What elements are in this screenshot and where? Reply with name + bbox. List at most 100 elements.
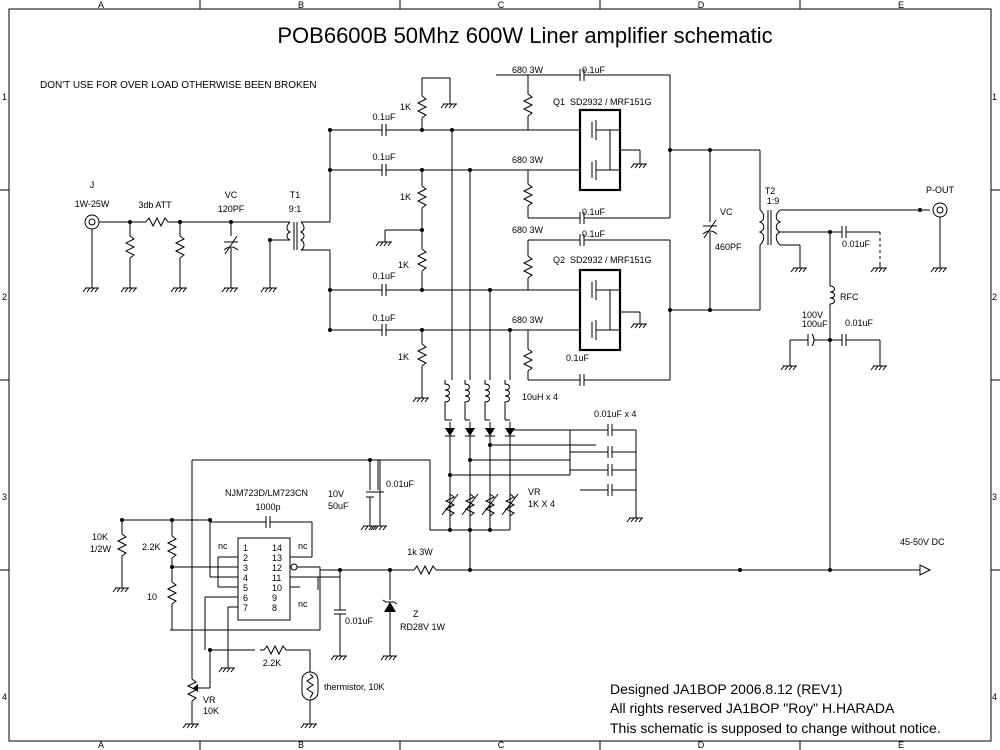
row-label-3: 3 — [2, 492, 7, 502]
q1-part: SD2932 / MRF151G — [570, 97, 652, 107]
row-label-2-right: 2 — [992, 292, 997, 302]
bias-r22k-b: 2.2K — [263, 658, 282, 668]
pin-5: 5 — [243, 583, 248, 593]
row-labels-left: 1 2 3 4 — [2, 92, 7, 702]
input-section: J 1W-25W 3db ATT VC 120PF T1 9:1 — [75, 180, 330, 293]
regulator-cap-label: 1000p — [255, 502, 280, 512]
cap10v-label: 10V — [328, 489, 344, 499]
bias-feed-section: 10uH x 4 0.01uF x 4 VR 1K X 4 — [191, 379, 644, 670]
row-label-1-right: 1 — [992, 92, 997, 102]
row-label-3-right: 3 — [992, 492, 997, 502]
column-labels-top: A B C D E — [98, 0, 904, 10]
input-power-label: 1W-25W — [75, 199, 110, 209]
row-label-2: 2 — [2, 292, 7, 302]
page-title: POB6600B 50Mhz 600W Liner amplifier sche… — [277, 23, 772, 48]
col-label-c: C — [498, 0, 505, 10]
att-series-resistor — [141, 217, 173, 227]
zener-value: RD28V 1W — [400, 622, 446, 632]
res-label-2: 1K — [400, 192, 411, 202]
vr-bank — [441, 489, 519, 521]
t2-label: T2 — [765, 186, 776, 196]
q2-part: SD2932 / MRF151G — [570, 255, 652, 265]
cap-label-g2: 0.1uF — [372, 152, 396, 162]
res-label-q2-bot: 680 3W — [512, 315, 544, 325]
vr10k-label: VR — [203, 695, 216, 705]
res-label-3: 1K — [398, 260, 409, 270]
supply-label: 45-50V DC — [900, 537, 945, 547]
output-section: VC 460PF T2 1:9 0.01uF P-OUT RFC 100V 10… — [670, 148, 955, 570]
r1k3w-label: 1k 3W — [407, 547, 433, 557]
gate-network: 0.1uF 0.1uF 0.1uF 0.1uF 1K 1K 1K 1K — [328, 77, 580, 403]
vc2-label: VC — [720, 207, 733, 217]
regulator-section: NJM723D/LM723CN 1000p nc nc nc 1 2 3 4 5… — [90, 488, 945, 729]
regulator-part: NJM723D/LM723CN — [225, 488, 308, 498]
cap-0p01-label: 0.01uF — [386, 479, 415, 489]
cap-label-q1-top: 0.1uF — [582, 65, 606, 75]
pin-13: 13 — [272, 553, 282, 563]
vr4-label: VR — [528, 487, 541, 497]
col-label-d: D — [698, 0, 705, 10]
col-label-d-bottom: D — [698, 740, 705, 750]
res-label-4: 1K — [398, 352, 409, 362]
bias-r10k: 10K — [92, 532, 108, 542]
t2-ratio: 1:9 — [767, 196, 780, 206]
col-label-e: E — [898, 0, 904, 10]
footer-designed: Designed JA1BOP 2006.8.12 (REV1) — [610, 681, 842, 697]
rfc-label: RFC — [840, 292, 859, 302]
pin-3: 3 — [243, 563, 248, 573]
res-label-q2-top: 680 3W — [512, 225, 544, 235]
column-labels-bottom: A B C D E — [98, 740, 904, 750]
row-labels-right: 1 2 3 4 — [992, 92, 997, 702]
t2-transformer — [758, 209, 782, 246]
col-label-e-bottom: E — [898, 740, 904, 750]
pin-8: 8 — [272, 603, 277, 613]
vc2-value: 460PF — [715, 242, 742, 252]
vr4-value: 1K X 4 — [528, 499, 555, 509]
vr10k-value: 10K — [203, 706, 219, 716]
thermistor-label: thermistor, 10K — [324, 682, 385, 692]
pin-6: 6 — [243, 593, 248, 603]
t1-ratio: 9:1 — [289, 204, 302, 214]
att-label: 3db ATT — [138, 200, 172, 210]
q1-label: Q1 — [553, 97, 565, 107]
regulator-ic — [237, 537, 291, 621]
vc1-variable-capacitor — [223, 235, 239, 255]
pin-7: 7 — [243, 603, 248, 613]
q2-transistor: 0.1uF 680 3W Q2 SD2932 / MRF151G 680 3W … — [512, 225, 672, 387]
footer-rights: All rights reserved JA1BOP "Roy" H.HARAD… — [610, 700, 895, 716]
cap50u-label: 50uF — [328, 501, 349, 511]
row-label-4: 4 — [2, 692, 7, 702]
vc2-variable-capacitor — [702, 219, 718, 239]
pin-11: 11 — [272, 573, 281, 583]
q1-transistor: 0.1uF 680 3W Q1 SD2932 / MRF151G 680 3W … — [496, 65, 672, 225]
col-label-b-bottom: B — [298, 740, 304, 750]
thermistor — [301, 671, 319, 701]
q2-label: Q2 — [553, 255, 565, 265]
res-label-q1-bot: 680 3W — [512, 155, 544, 165]
col-label-c-bottom: C — [498, 740, 505, 750]
output-connector-icon — [932, 202, 948, 218]
regulator-pins-right: 14 13 12 11 10 9 8 — [272, 543, 282, 613]
pin-2: 2 — [243, 553, 248, 563]
regulator-pins-left: 1 2 3 4 5 6 7 — [243, 543, 248, 613]
t1-label: T1 — [290, 190, 301, 200]
col-label-a: A — [98, 0, 104, 10]
row-label-1: 1 — [2, 92, 7, 102]
zener-diode — [382, 599, 398, 612]
vc1-value: 120PF — [218, 204, 245, 214]
bias-r22k: 2.2K — [142, 542, 161, 552]
nc-right: nc — [298, 541, 308, 551]
reg-cap-label: 0.01uF — [345, 616, 374, 626]
zener-label: Z — [413, 609, 419, 619]
pin-4: 4 — [243, 573, 248, 583]
cap-label-q2-bot: 0.1uF — [566, 353, 590, 363]
bias-r10: 10 — [147, 592, 157, 602]
cap-label-g3: 0.1uF — [372, 271, 396, 281]
cap-label-out: 0.01uF — [842, 239, 871, 249]
input-connector-label: J — [90, 180, 95, 190]
output-label: P-OUT — [926, 185, 955, 195]
cap-label-rfc: 0.01uF — [845, 318, 874, 328]
rfc-inductor — [829, 281, 835, 309]
c100-voltage: 100V — [802, 310, 823, 320]
